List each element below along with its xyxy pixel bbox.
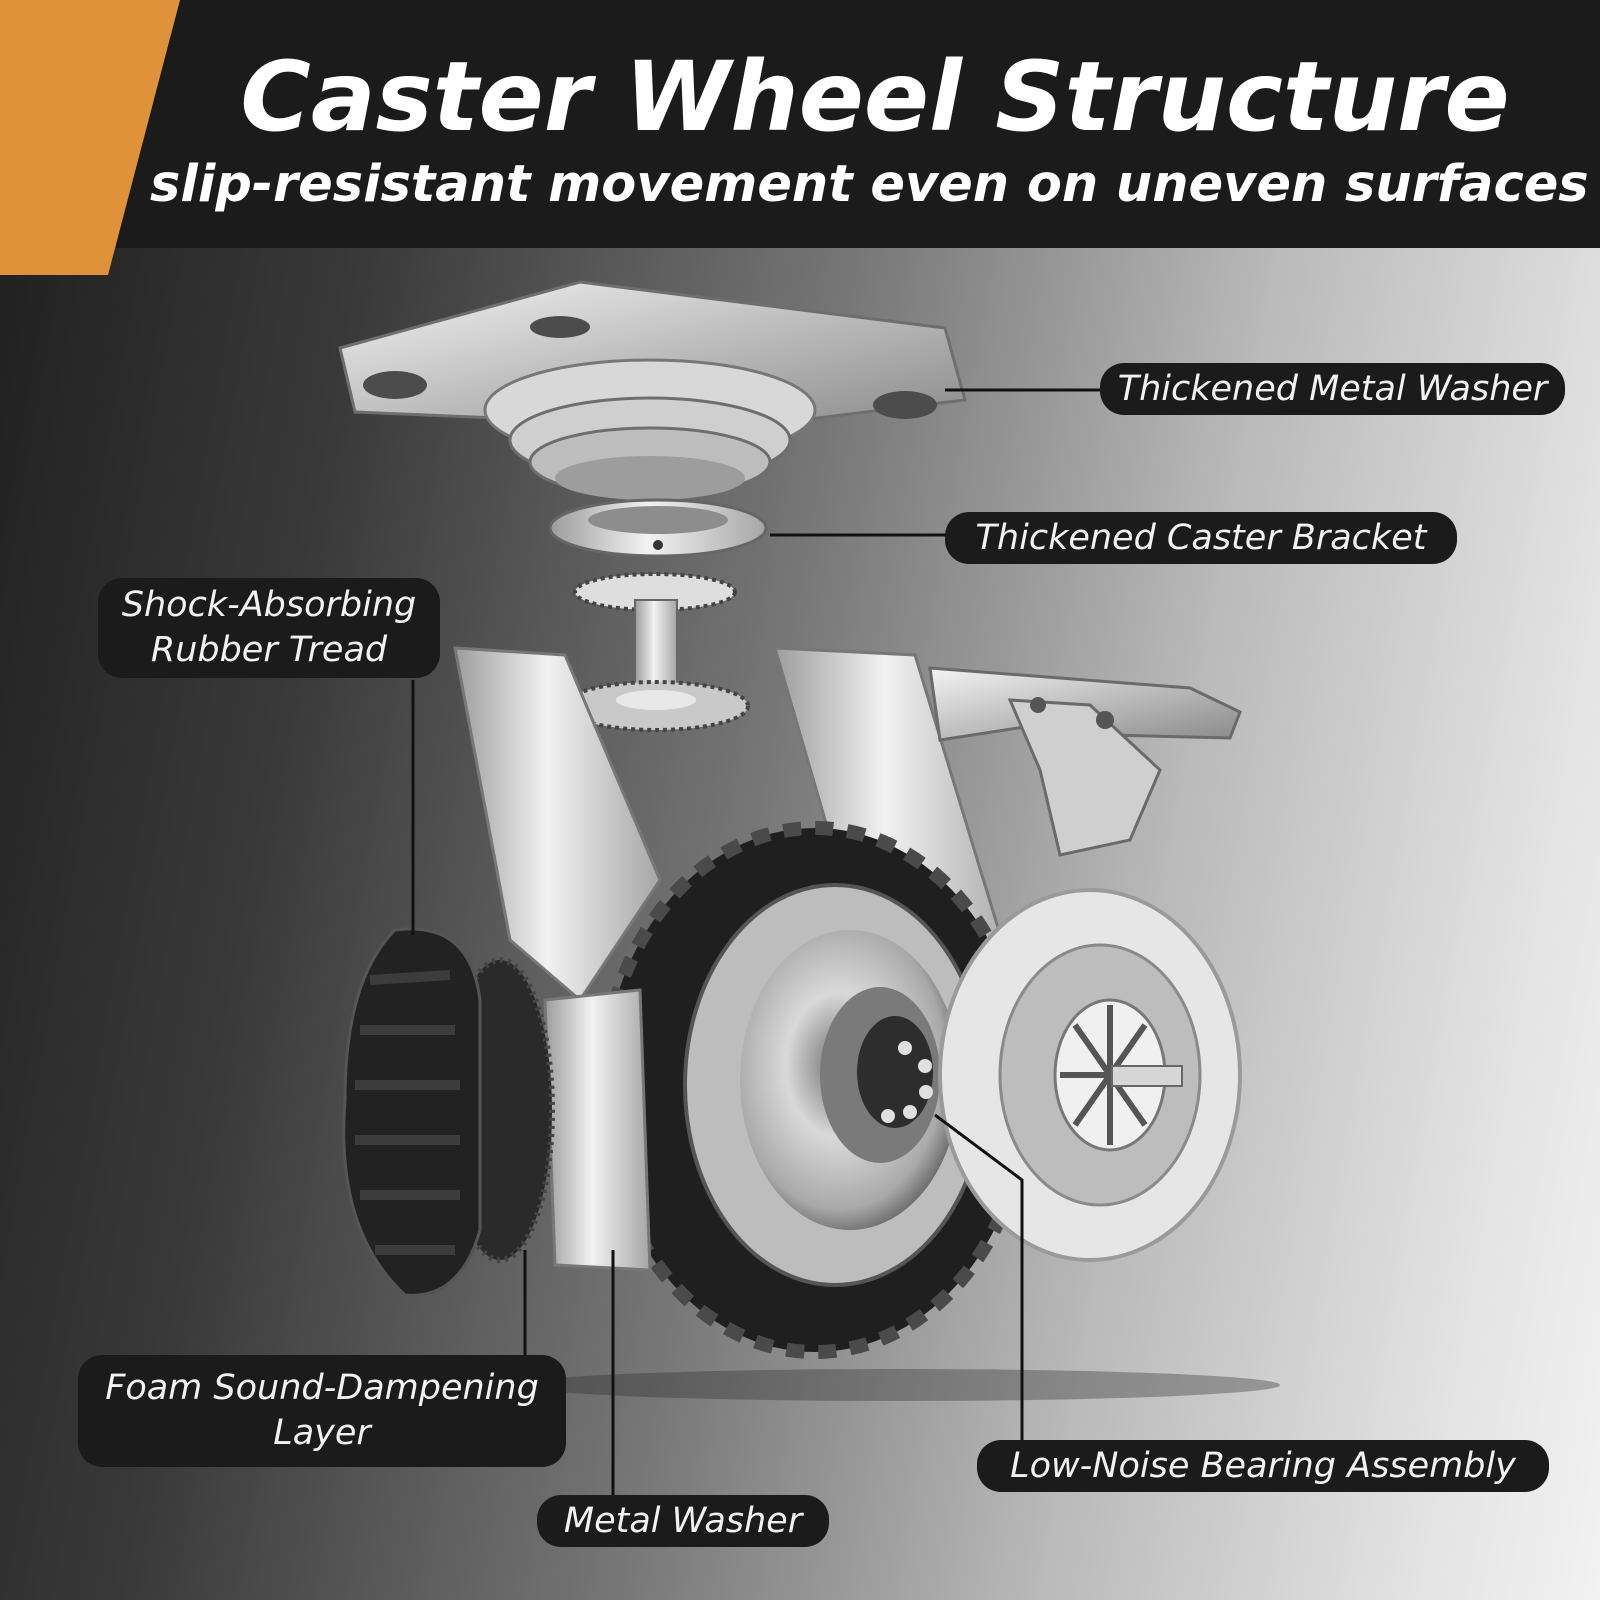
- header-bar: [0, 0, 1600, 248]
- bracket-cup: [548, 498, 768, 558]
- label-foam-layer-line1: Foam Sound-Dampening: [105, 1368, 539, 1408]
- page-subtitle: slip-resistant movement even on uneven s…: [150, 155, 1589, 214]
- label-thickened-caster-bracket-text: Thickened Caster Bracket: [975, 517, 1427, 558]
- king-bolt: [562, 572, 750, 732]
- page-title: Caster Wheel Structure: [240, 41, 1510, 153]
- brake-lever: [928, 666, 1242, 857]
- metal-washer-ring: [543, 988, 652, 1272]
- label-thickened-metal-washer-text: Thickened Metal Washer: [1117, 368, 1548, 409]
- ground-shadow: [520, 1369, 1280, 1401]
- wheel-cover-plate: [938, 888, 1242, 1262]
- label-low-noise-bearing-assembly: Low-Noise Bearing Assembly: [977, 1440, 1549, 1492]
- mounting-plate: [338, 280, 967, 500]
- label-shock-absorbing-line2: Rubber Tread: [150, 630, 388, 670]
- label-shock-absorbing-line1: Shock-Absorbing: [121, 585, 417, 625]
- label-metal-washer: Metal Washer: [537, 1495, 829, 1547]
- label-low-noise-bearing-text: Low-Noise Bearing Assembly: [1010, 1445, 1516, 1486]
- label-thickened-metal-washer: Thickened Metal Washer: [1100, 363, 1565, 415]
- rubber-tread: [342, 927, 482, 1297]
- label-shock-absorbing-rubber-tread: Shock-Absorbing Rubber Tread: [98, 578, 440, 678]
- label-thickened-caster-bracket: Thickened Caster Bracket: [945, 512, 1457, 564]
- label-metal-washer-text: Metal Washer: [563, 1500, 803, 1541]
- label-foam-layer-line2: Layer: [273, 1413, 371, 1453]
- label-foam-sound-dampening-layer: Foam Sound-Dampening Layer: [78, 1355, 566, 1467]
- leader-low-noise-bearing: [934, 1113, 1024, 1442]
- leader-lines: [411, 388, 1100, 1497]
